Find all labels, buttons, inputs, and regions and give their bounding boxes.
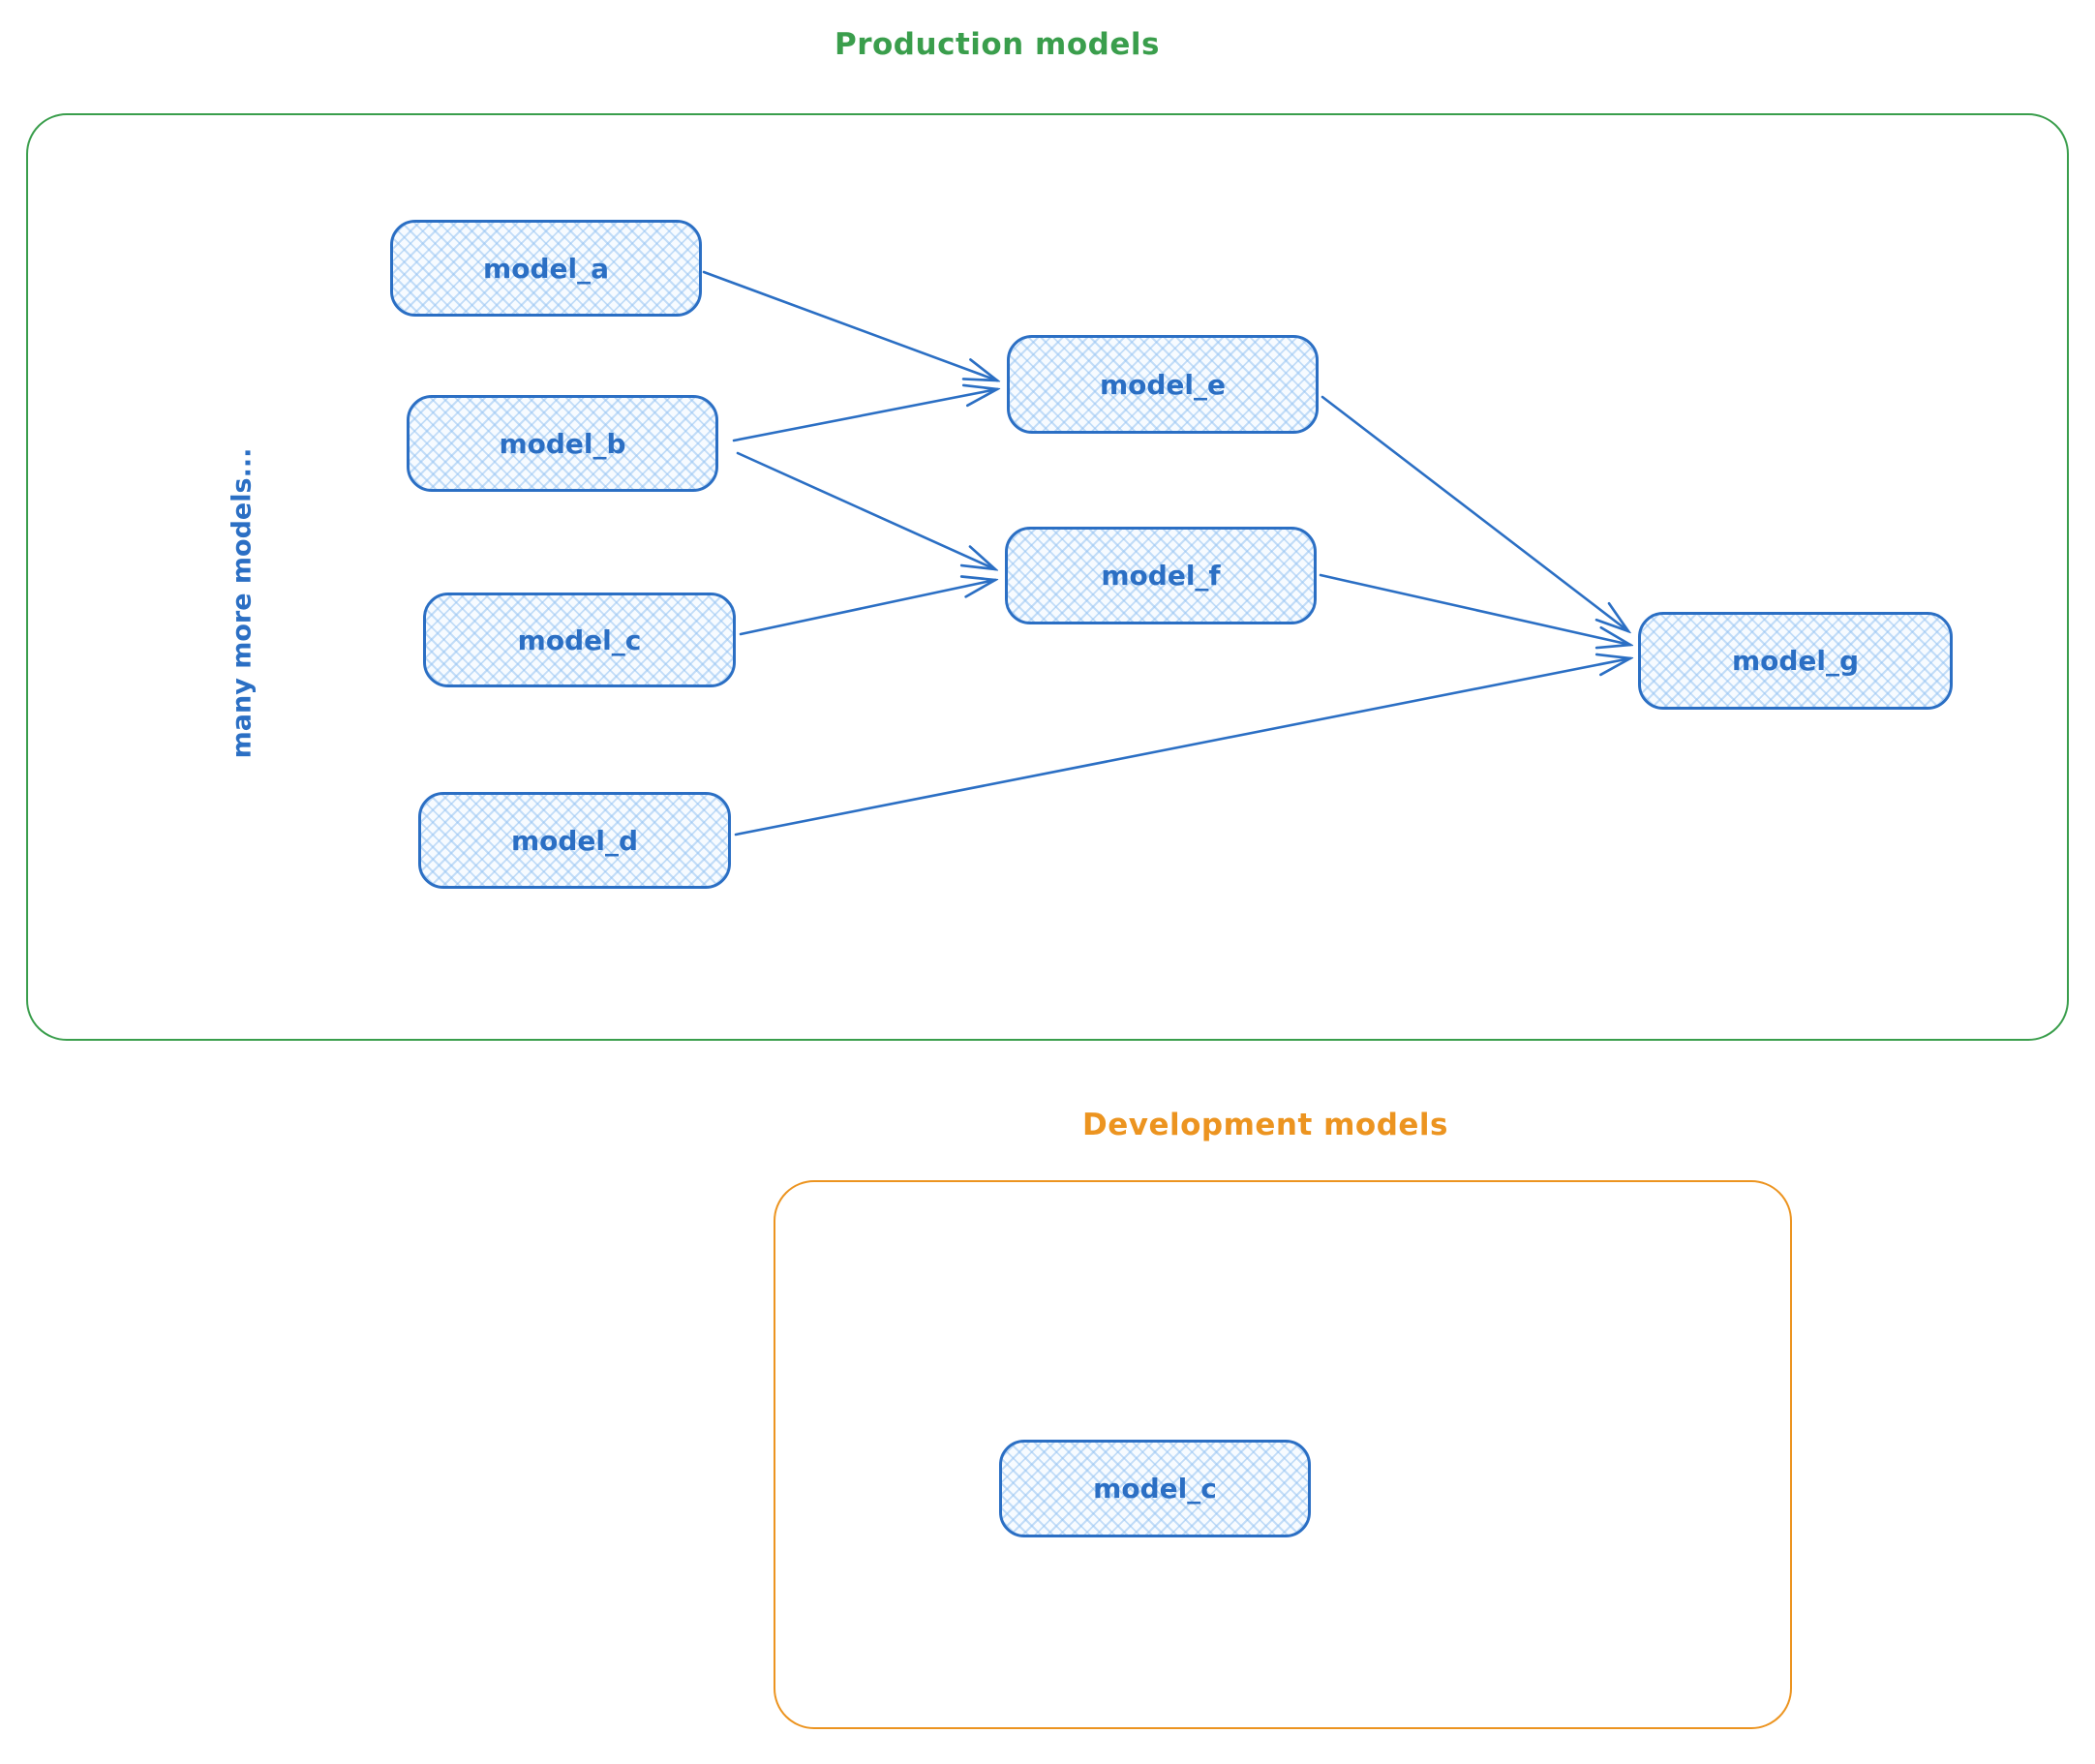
node-model-e-label: model_e — [1099, 368, 1227, 401]
development-group-title: Development models — [1082, 1108, 1449, 1142]
production-group-container — [26, 113, 2069, 1041]
node-model-c: model_c — [423, 593, 736, 687]
node-model-b-label: model_b — [499, 427, 626, 460]
node-model-f: model_f — [1005, 527, 1317, 624]
node-dev-model-c: model_c — [999, 1440, 1311, 1537]
node-dev-model-c-label: model_c — [1093, 1473, 1217, 1505]
development-group-container — [774, 1180, 1792, 1729]
many-more-models-label: many more models... — [227, 447, 258, 759]
node-model-f-label: model_f — [1101, 560, 1221, 592]
node-model-g-label: model_g — [1731, 645, 1860, 677]
node-model-d-label: model_d — [510, 824, 639, 857]
production-group-title: Production models — [835, 27, 1160, 62]
node-model-e: model_e — [1007, 335, 1319, 434]
node-model-d: model_d — [418, 792, 731, 889]
node-model-b: model_b — [407, 395, 718, 492]
node-model-c-label: model_c — [517, 623, 642, 656]
node-model-g: model_g — [1638, 612, 1953, 710]
node-model-a: model_a — [390, 220, 702, 317]
node-model-a-label: model_a — [483, 252, 609, 285]
